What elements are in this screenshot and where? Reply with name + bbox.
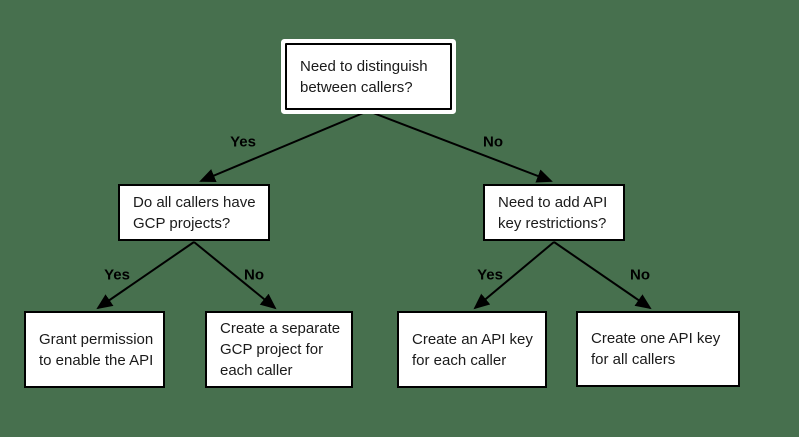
node-need-to-distinguish: Need to distinguish between callers? <box>285 43 452 110</box>
edge-label-restrict-yes: Yes <box>477 266 503 284</box>
node-label: Create an API key for each caller <box>412 330 533 369</box>
node-label: Need to distinguish between callers? <box>300 57 428 96</box>
node-all-callers-gcp-projects: Do all callers have GCP projects? <box>118 184 270 241</box>
node-separate-gcp-project: Create a separate GCP project for each c… <box>205 311 353 388</box>
node-grant-permission: Grant permission to enable the API <box>24 311 165 388</box>
node-label: Do all callers have GCP projects? <box>133 193 256 232</box>
node-label: Create a separate GCP project for each c… <box>220 320 341 379</box>
node-label: Grant permission to enable the API <box>39 330 154 369</box>
edge-label-gcp-yes: Yes <box>104 266 130 284</box>
edge-root-no <box>367 110 553 183</box>
edge-label-root-yes: Yes <box>230 133 256 151</box>
node-label: Create one API key for all callers <box>591 330 721 368</box>
edge-root-yes <box>199 110 369 183</box>
edge-label-gcp-no: No <box>244 266 264 284</box>
node-label: Need to add API key restrictions? <box>498 193 608 232</box>
edge-label-root-no: No <box>483 133 503 151</box>
node-api-key-all-callers: Create one API key for all callers <box>576 311 740 387</box>
edge-label-restrict-no: No <box>630 266 650 284</box>
node-api-key-restrictions: Need to add API key restrictions? <box>483 184 625 241</box>
node-api-key-each-caller: Create an API key for each caller <box>397 311 547 388</box>
